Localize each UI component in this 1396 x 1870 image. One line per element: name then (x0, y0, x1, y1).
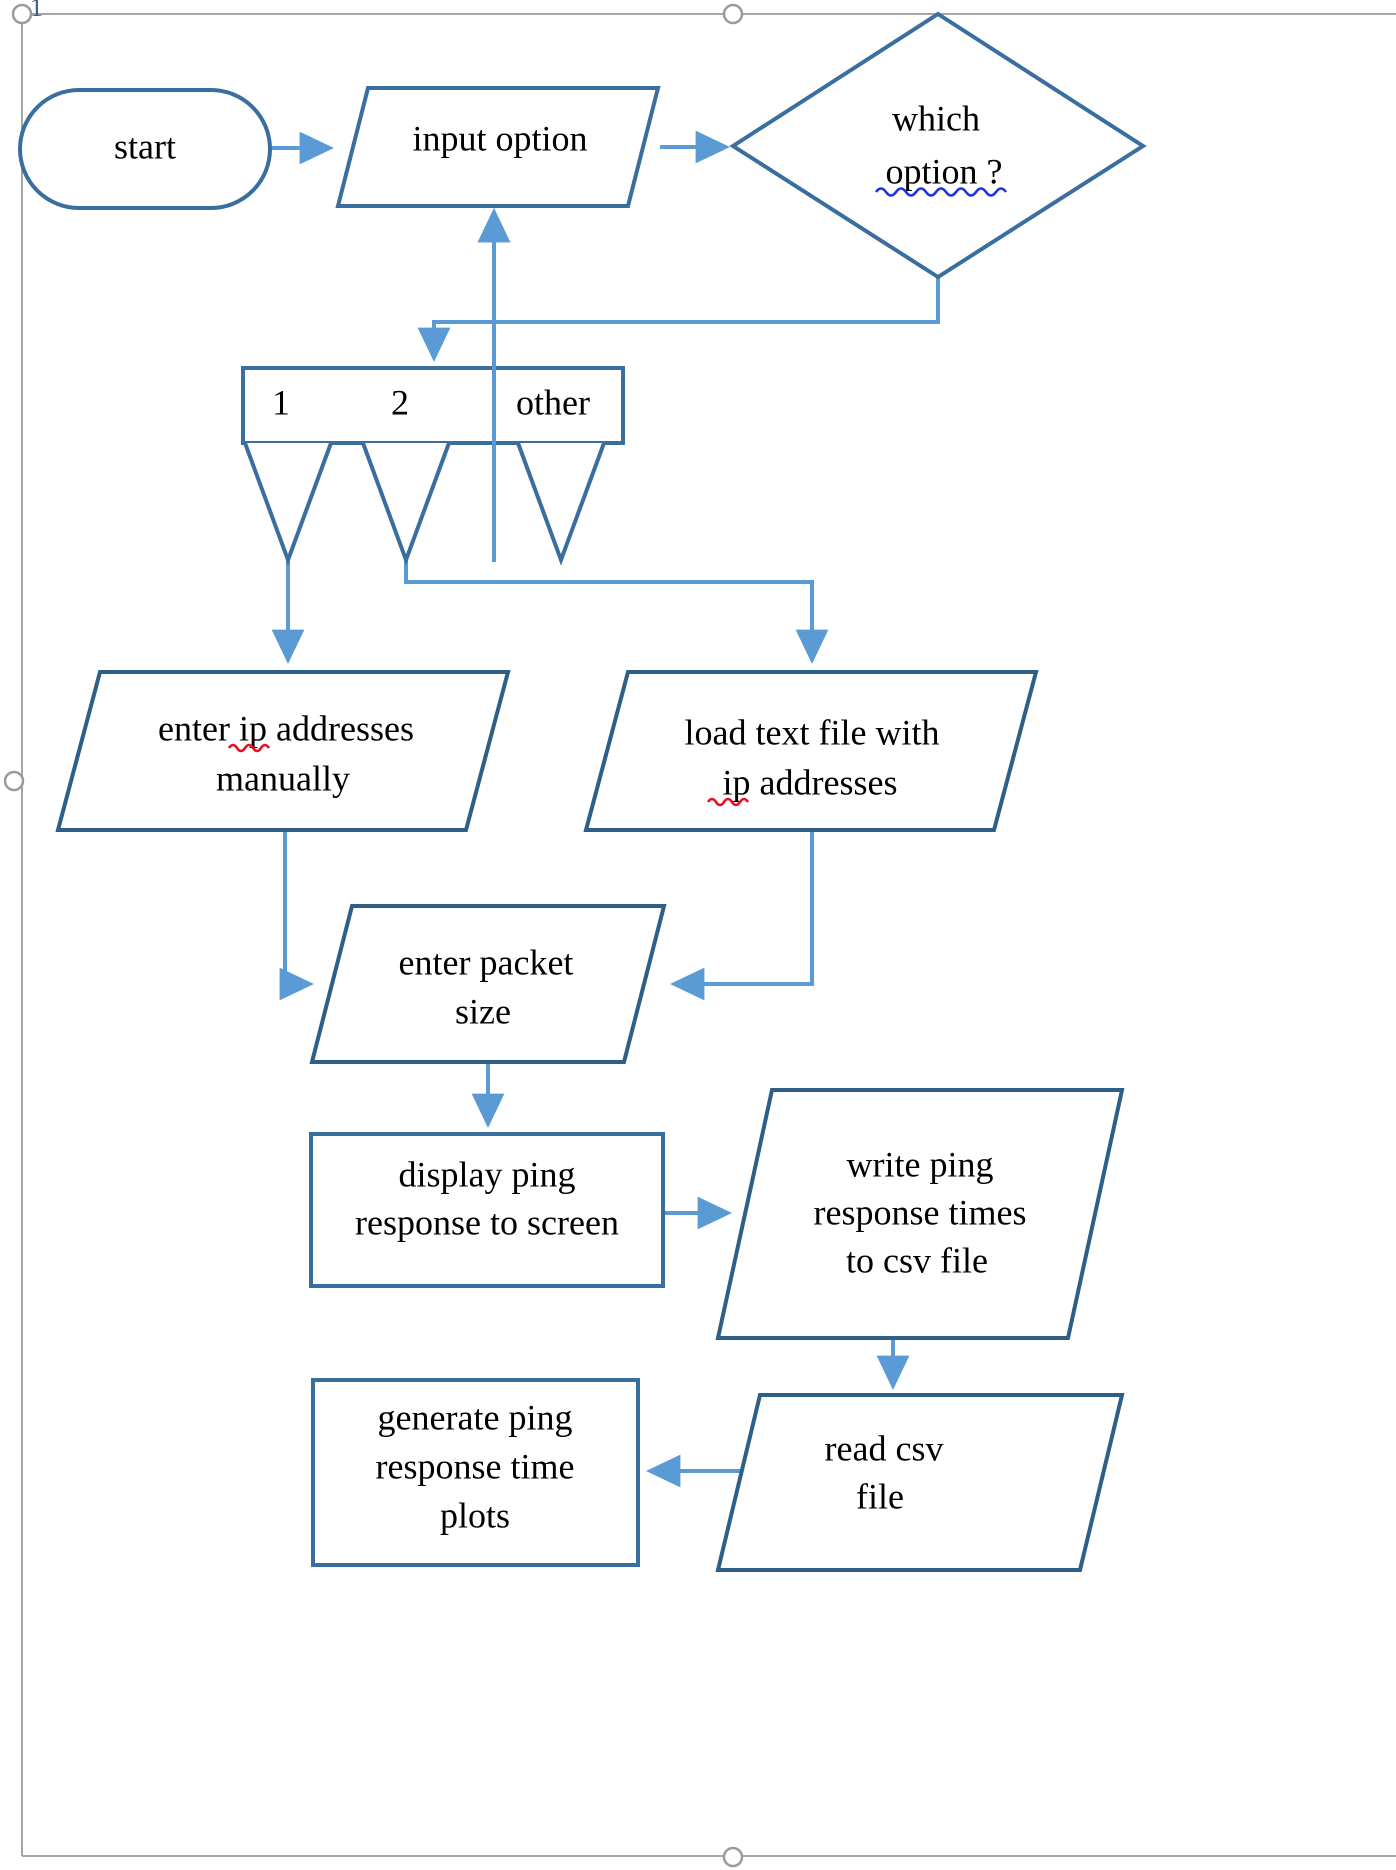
generate-plots-shape (311, 1378, 640, 1567)
write-csv-label-line1: write ping (847, 1144, 994, 1184)
node-display-ping[interactable]: display ping response to screen (309, 1132, 665, 1288)
display-ping-shape (309, 1132, 665, 1288)
node-input-option[interactable]: input option (335, 86, 661, 208)
node-generate-plots[interactable]: generate ping response time plots (311, 1378, 640, 1567)
input-option-label: input option (412, 118, 587, 158)
write-csv-shape (715, 1088, 1125, 1340)
enter-packet-size-label-line1: enter packet (399, 942, 574, 982)
enter-ip-addresses-label-line1: enter ip addresses (158, 708, 414, 748)
spell-squiggle-load-file (706, 797, 750, 807)
spell-squiggle-enter-ips (227, 743, 271, 753)
grammar-squiggle-which-option (874, 187, 1008, 197)
generate-plots-label-line1: generate ping (378, 1397, 573, 1437)
enter-ip-addresses-shape (55, 670, 511, 832)
display-ping-label-line1: display ping (399, 1154, 576, 1194)
edge-enter-ips-to-packet-size (279, 832, 315, 1001)
read-csv-shape (715, 1393, 1125, 1572)
option-sort-label-2: 2 (391, 382, 409, 422)
option-sort-prong-1 (243, 442, 333, 566)
start-label: start (114, 126, 176, 166)
which-option-shape (729, 11, 1147, 280)
write-csv-label-line3: to csv file (846, 1240, 988, 1280)
edge-load-file-to-packet-size (669, 832, 814, 1001)
enter-packet-size-label-line2: size (455, 991, 511, 1031)
load-text-file-label-line2: ip addresses (723, 762, 898, 802)
node-option-sort[interactable]: 1 2 other (241, 366, 625, 566)
which-option-label-line1: which (892, 98, 980, 138)
node-enter-ip-addresses[interactable]: enter ip addresses manually (55, 670, 511, 832)
read-csv-label-line1: read csv (825, 1428, 944, 1468)
node-which-option[interactable]: which option ? (729, 11, 1147, 280)
enter-packet-size-shape (309, 904, 667, 1064)
input-option-shape (335, 86, 661, 208)
read-csv-label-line2: file (856, 1476, 904, 1516)
generate-plots-label-line3: plots (440, 1495, 510, 1535)
option-sort-label-1: 1 (272, 382, 290, 422)
edge-option2-to-load-file (404, 508, 829, 665)
generate-plots-label-line2: response time (376, 1446, 575, 1486)
option-sort-prong-2 (361, 442, 451, 566)
node-load-text-file[interactable]: load text file with ip addresses (583, 670, 1039, 832)
enter-ip-addresses-label-line2: manually (216, 758, 350, 798)
option-sort-label-other: other (516, 382, 590, 422)
which-option-label-line2: option ? (886, 151, 1003, 191)
option-sort-prong-other (516, 442, 606, 566)
write-csv-label-line2: response times (814, 1192, 1027, 1232)
selection-handles[interactable] (3, 3, 744, 1868)
canvas-guides (21, 13, 1396, 1857)
load-text-file-shape (583, 670, 1039, 832)
display-ping-label-line2: response to screen (355, 1202, 619, 1242)
start-shape (18, 88, 272, 210)
edge-decision-to-sort (417, 277, 940, 363)
load-text-file-label-line1: load text file with (685, 712, 940, 752)
node-read-csv[interactable]: read csv file (715, 1393, 1125, 1572)
slide-number: 1 (30, 0, 43, 22)
node-write-csv[interactable]: write ping response times to csv file (715, 1088, 1125, 1340)
node-enter-packet-size[interactable]: enter packet size (309, 904, 667, 1064)
node-start[interactable]: start (18, 88, 272, 210)
